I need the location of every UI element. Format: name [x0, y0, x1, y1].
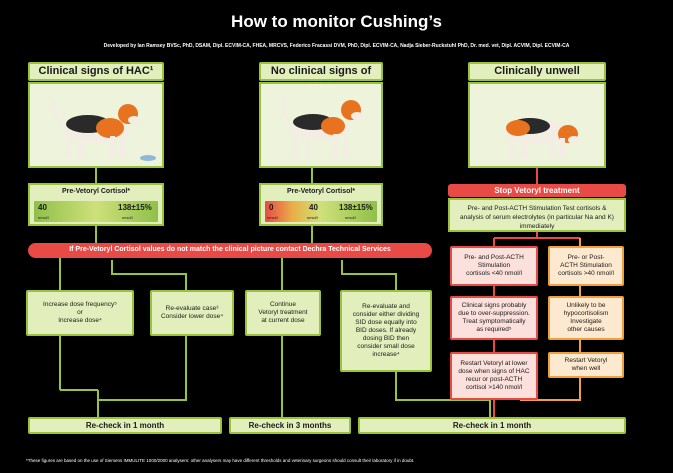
- cortisol-40-unit: nmol/l: [307, 215, 318, 220]
- cortisol-40-value: 40: [309, 203, 318, 212]
- restart-well-line-2: when well: [571, 365, 601, 372]
- footnote: *These figures are based on the use of S…: [26, 458, 415, 463]
- cortisol-label-no-hac: Pre-Vetoryl Cortisol*: [286, 188, 356, 195]
- beagle-unwell-illustration: [470, 84, 604, 166]
- reevaluate-box: Re-evaluate case³ Consider lower dose⁴: [150, 290, 234, 336]
- divide-dose-box: Re-evaluate and consider either dividing…: [340, 290, 432, 372]
- high-cortisol-line-3: cortisols >40 nmol/l: [558, 270, 614, 277]
- cortisol-138-unit: nmol/l: [345, 215, 356, 220]
- recheck-3-months: Re-check in 3 months: [229, 417, 351, 434]
- header-no-clinical-signs: No clinical signs of HAC: [259, 62, 383, 92]
- restart-when-well-box: Restart Vetoryl when well: [548, 352, 624, 378]
- continue-line-3: at current dose: [261, 317, 305, 324]
- cortisol-range-bar-hac: 40 nmol/l 138±15% nmol/l: [34, 201, 158, 222]
- low-cortisol-box: Pre- and Post-ACTH Stimulation cortisols…: [450, 246, 538, 286]
- recheck-1-month-left: Re-check in 1 month: [28, 417, 222, 434]
- restart-lower-line-4: cortisol >140 nmol/l: [465, 384, 523, 391]
- increase-line-2: or: [77, 309, 83, 316]
- high-cortisol-line-2: ACTH Stimulation: [560, 262, 612, 269]
- recheck-1-month-right: Re-check in 1 month: [358, 417, 626, 434]
- high-cortisol-line-1: Pre- or Post-: [567, 254, 605, 261]
- hypocortisolism-line-3: Investigate: [570, 318, 602, 325]
- dog-image-no-hac: [259, 82, 383, 168]
- restart-lower-line-3: recur or post-ACTH: [465, 376, 523, 383]
- restart-well-line-1: Restart Vetoryl: [564, 357, 608, 364]
- cortisol-high-value: 138±15%: [118, 203, 152, 212]
- low-cortisol-line-3: cortisols <40 nmol/l: [466, 270, 522, 277]
- continue-box: Continue Vetoryl treatment at current do…: [245, 290, 321, 336]
- increase-line-3: Increase dose⁴: [58, 317, 102, 324]
- cortisol-138-value: 138±15%: [339, 203, 373, 212]
- hypocortisolism-line-2: hypocortisolism: [563, 310, 609, 317]
- over-suppression-line-2: due to over-suppression.: [458, 310, 530, 317]
- continue-line-1: Continue: [269, 301, 297, 308]
- stop-vetoryl-banner: Stop Vetoryl treatment: [448, 184, 626, 197]
- hypocortisolism-line-4: other causes: [567, 326, 605, 333]
- cortisol-label-hac: Pre-Vetoryl Cortisol*: [61, 188, 131, 195]
- cortisol-panel-hac: Pre-Vetoryl Cortisol* 40 nmol/l 138±15% …: [28, 183, 164, 226]
- restart-lower-dose-box: Restart Vetoryl at lower dose when signs…: [450, 352, 538, 400]
- continue-line-2: Vetoryl treatment: [258, 309, 308, 316]
- page-subtitle: Developed by Ian Ramsey BVSc, PhD, DSAM,…: [103, 43, 570, 49]
- reevaluate-line-1: Re-evaluate case³: [165, 305, 219, 312]
- low-cortisol-line-1: Pre- and Post-ACTH: [464, 254, 524, 261]
- cortisol-range-bar-no-hac: 0 nmol/l 40 nmol/l 138±15% nmol/l: [265, 201, 377, 222]
- beagle-standing-illustration: [30, 84, 162, 166]
- cortisol-low-unit: nmol/l: [38, 215, 49, 220]
- consider-line-1: Re-evaluate and: [362, 303, 410, 310]
- cortisol-low-value: 40: [38, 203, 47, 212]
- hypocortisolism-box: Unlikely to be hypocortisolism Investiga…: [548, 296, 624, 340]
- page-title: How to monitor Cushing’s: [231, 12, 442, 31]
- beagle-healthy-illustration: [261, 84, 381, 166]
- increase-line-1: Increase dose frequency⁵: [43, 301, 117, 308]
- dog-image-hac: [28, 82, 164, 168]
- consider-line-3: SID dose equally into: [355, 319, 417, 326]
- cortisol-zero-unit: nmol/l: [267, 215, 278, 220]
- consider-line-4: BID doses. If already: [355, 327, 417, 334]
- over-suppression-box: Clinical signs probably due to over-supp…: [450, 296, 538, 340]
- consider-line-5: dosing BID then: [362, 335, 410, 342]
- consider-line-2: consider either dividing: [352, 311, 420, 318]
- cortisol-panel-no-hac: Pre-Vetoryl Cortisol* 0 nmol/l 40 nmol/l…: [259, 183, 383, 226]
- dog-image-unwell: [468, 82, 606, 168]
- mismatch-warning-banner: If Pre-Vetoryl Cortisol values do not ma…: [28, 243, 432, 258]
- consider-line-7: increase⁴: [372, 351, 400, 358]
- over-suppression-line-4: as required⁵: [476, 326, 512, 333]
- cortisol-high-unit: nmol/l: [122, 215, 133, 220]
- acth-test-box: Pre- and Post-ACTH Stimulation Test cort…: [448, 198, 626, 232]
- restart-lower-line-1: Restart Vetoryl at lower: [460, 360, 528, 367]
- over-suppression-line-1: Clinical signs probably: [461, 302, 527, 309]
- restart-lower-line-2: dose when signs of HAC: [458, 368, 530, 375]
- high-cortisol-box: Pre- or Post- ACTH Stimulation cortisols…: [548, 246, 624, 286]
- cortisol-zero-value: 0: [269, 203, 274, 212]
- consider-line-6: consider small dose: [357, 343, 415, 350]
- increase-dose-box: Increase dose frequency⁵ or Increase dos…: [26, 290, 134, 336]
- over-suppression-line-3: Treat symptomatically: [462, 318, 526, 325]
- hypocortisolism-line-1: Unlikely to be: [566, 302, 606, 309]
- header-clinical-signs: Clinical signs of HAC¹: [28, 62, 164, 81]
- low-cortisol-line-2: Stimulation: [477, 262, 511, 269]
- header-clinically-unwell: Clinically unwell: [468, 62, 606, 81]
- reevaluate-line-2: Consider lower dose⁴: [160, 313, 224, 320]
